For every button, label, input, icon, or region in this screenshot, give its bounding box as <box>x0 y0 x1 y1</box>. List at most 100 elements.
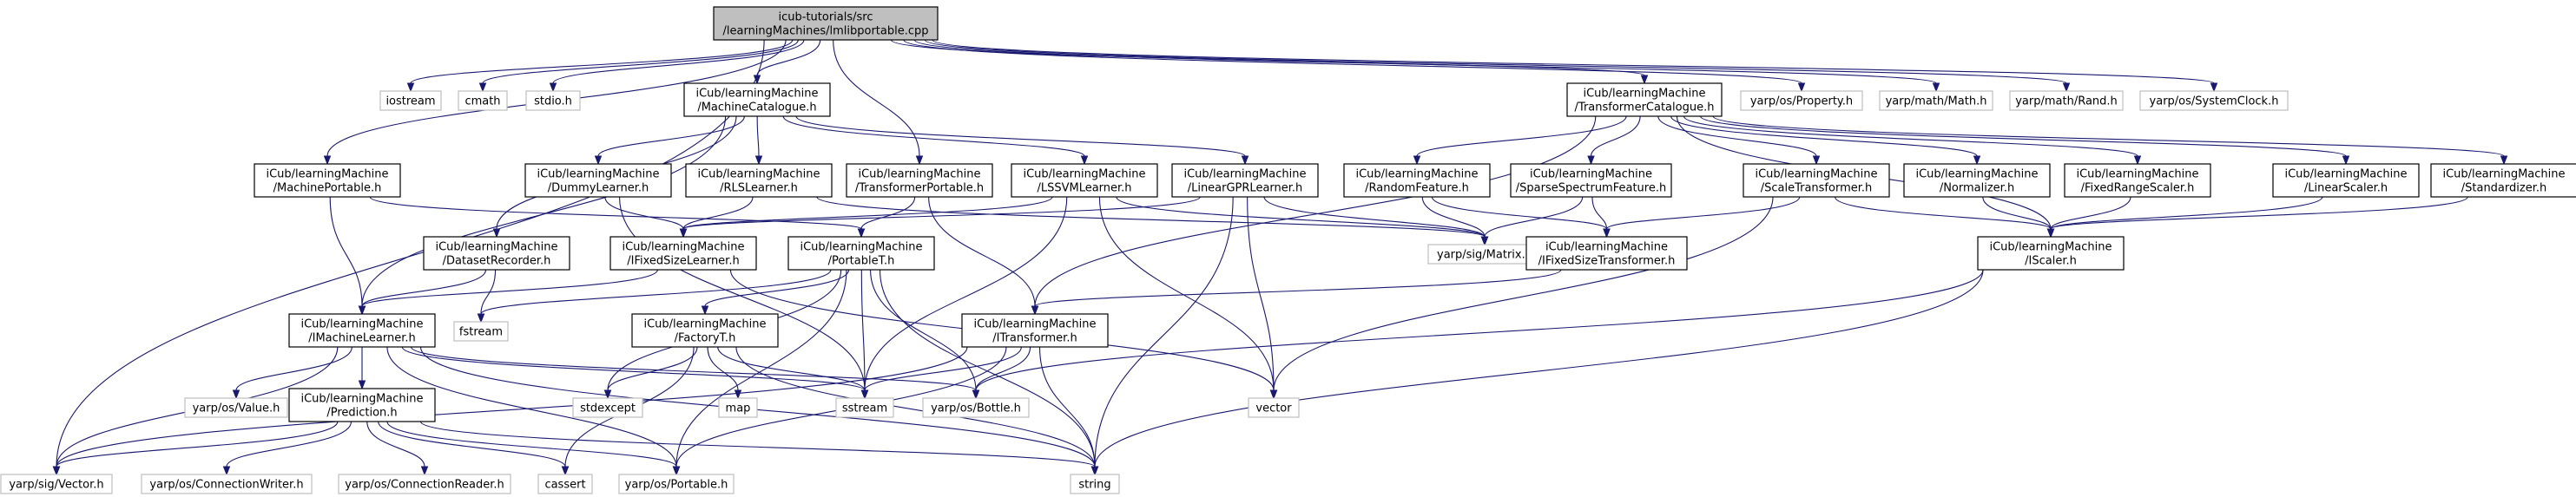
node-label: /learningMachines/lmlibportable.cpp <box>723 25 929 38</box>
node-label: yarp/os/ConnectionReader.h <box>345 479 504 492</box>
node-label: iostream <box>385 95 435 108</box>
edge-portablet-to-sstream <box>860 269 866 391</box>
node-itransformer[interactable]: iCub/learningMachine/ITransformer.h <box>961 313 1109 348</box>
edge-prediction-to-portableh <box>386 421 677 468</box>
node-stdioh[interactable]: stdio.h <box>525 90 581 111</box>
node-box <box>713 6 939 41</box>
node-ifixedsizetransformer[interactable]: iCub/learningMachine/IFixedSizeTransform… <box>1525 236 1688 271</box>
node-sstream[interactable]: sstream <box>835 397 894 418</box>
edge-dummylearner-to-sstream <box>619 196 866 391</box>
edge-arrowhead <box>2062 82 2071 93</box>
edge-root-to-randh <box>924 39 2067 84</box>
edge-arrowhead <box>734 389 742 400</box>
node-label: iCub/learningMachine <box>1183 168 1306 181</box>
edge-root-to-iostream <box>410 39 794 84</box>
node-label: iCub/learningMachine <box>1530 168 1652 181</box>
node-randomfeature[interactable]: iCub/learningMachine/RandomFeature.h <box>1343 163 1491 198</box>
edge-arrowhead <box>2133 155 2142 166</box>
edge-arrowhead <box>358 380 366 390</box>
edge-ifixedsizetransformer-to-itransformer <box>1034 269 1562 307</box>
node-portablet[interactable]: iCub/learningMachine/PortableT.h <box>787 236 935 271</box>
edge-imachinelearner-to-sstream <box>401 346 866 391</box>
node-systemclock[interactable]: yarp/os/SystemClock.h <box>2139 90 2289 111</box>
node-box <box>1977 236 2125 271</box>
edge-itransformer-to-sstream <box>864 346 1022 391</box>
node-stdexcept[interactable]: stdexcept <box>572 397 643 418</box>
node-box <box>1343 163 1491 198</box>
node-matrixh[interactable]: yarp/sig/Matrix.h <box>1427 244 1542 265</box>
edge-imachinelearner-to-valueh <box>235 346 352 391</box>
node-vector[interactable]: vector <box>1248 397 1300 418</box>
edge-arrowhead <box>1797 82 1806 93</box>
edge-lineargprlearner-to-matrixh <box>1263 196 1486 238</box>
node-label: iCub/learningMachine <box>643 318 766 331</box>
node-vectorh[interactable]: yarp/sig/Vector.h <box>0 474 113 494</box>
edge-transformercatalogue-to-scaletransformer <box>1657 115 1817 157</box>
edge-scaletransformer-to-iscaler <box>1835 196 2052 230</box>
edge-arrowhead <box>561 466 570 476</box>
node-label: /LSSVMLearner.h <box>1037 182 1131 195</box>
node-label: /FixedRangeScaler.h <box>2081 182 2195 195</box>
node-label: /Normalizer.h <box>1940 182 2014 195</box>
node-mathh[interactable]: yarp/math/Math.h <box>1879 90 1993 111</box>
node-transformercatalogue[interactable]: iCub/learningMachine/TransformerCatalogu… <box>1566 82 1723 117</box>
edge-lssvmlearner-to-vector <box>1098 196 1275 391</box>
node-valueh[interactable]: yarp/os/Value.h <box>184 397 288 418</box>
node-iostream[interactable]: iostream <box>379 90 442 111</box>
node-standardizer[interactable]: iCub/learningMachine/Standardizer.h <box>2430 163 2576 198</box>
node-normalizer[interactable]: iCub/learningMachine/Normalizer.h <box>1903 163 2051 198</box>
node-bottleh[interactable]: yarp/os/Bottle.h <box>922 397 1030 418</box>
node-scaletransformer[interactable]: iCub/learningMachine/ScaleTransformer.h <box>1743 163 1890 198</box>
node-box <box>1879 90 1993 111</box>
node-datasetrecorder[interactable]: iCub/learningMachine/DatasetRecorder.h <box>423 236 570 271</box>
node-randh[interactable]: yarp/math/Rand.h <box>2009 90 2124 111</box>
node-sparsespectrum[interactable]: iCub/learningMachine/SparseSpectrumFeatu… <box>1510 163 1672 198</box>
edge-rlslearner-to-matrixh <box>816 196 1486 238</box>
node-label: stdexcept <box>580 402 636 415</box>
edge-machinecatalogue-to-imachinelearner <box>361 115 727 307</box>
node-connectionreader[interactable]: yarp/os/ConnectionReader.h <box>338 474 511 494</box>
node-property[interactable]: yarp/os/Property.h <box>1740 90 1863 111</box>
node-box <box>184 397 288 418</box>
edge-iscaler-to-string <box>1094 269 1984 468</box>
node-label: /IMachineLearner.h <box>308 332 416 345</box>
node-ifixedsizelearner[interactable]: iCub/learningMachine/IFixedSizeLearner.h <box>609 236 757 271</box>
node-linearscaler[interactable]: iCub/learningMachine/LinearScaler.h <box>2272 163 2420 198</box>
node-root[interactable]: icub-tutorials/src/learningMachines/lmli… <box>713 6 939 41</box>
node-fixedrangescaler[interactable]: iCub/learningMachine/FixedRangeScaler.h <box>2064 163 2211 198</box>
node-transformerportable[interactable]: iCub/learningMachine/TransformerPortable… <box>846 163 993 198</box>
edge-randomfeature-to-matrixh <box>1421 196 1486 238</box>
node-cmath[interactable]: cmath <box>458 90 508 111</box>
edge-arrowhead <box>477 313 485 324</box>
edge-lssvmlearner-to-sstream <box>864 196 1068 391</box>
node-portableh[interactable]: yarp/os/Portable.h <box>618 474 735 494</box>
node-map[interactable]: map <box>718 397 758 418</box>
edge-arrowhead <box>2046 228 2055 239</box>
node-connectionwriter[interactable]: yarp/os/ConnectionWriter.h <box>141 474 313 494</box>
edge-lssvmlearner-to-ifixedsizelearner <box>682 196 1053 230</box>
node-machineportable[interactable]: iCub/learningMachine/MachinePortable.h <box>254 163 401 198</box>
node-factoryt[interactable]: iCub/learningMachine/FactoryT.h <box>631 313 779 348</box>
edge-arrowhead <box>478 82 487 93</box>
node-prediction[interactable]: iCub/learningMachine/Prediction.h <box>288 388 436 422</box>
node-dummylearner[interactable]: iCub/learningMachine/DummyLearner.h <box>524 163 672 198</box>
node-box <box>2064 163 2211 198</box>
node-fstream[interactable]: fstream <box>453 321 509 342</box>
node-label: /Standardizer.h <box>2461 182 2546 195</box>
node-string[interactable]: string <box>1070 474 1120 494</box>
node-label: yarp/math/Math.h <box>1886 95 1987 108</box>
node-box <box>1740 90 1863 111</box>
node-iscaler[interactable]: iCub/learningMachine/IScaler.h <box>1977 236 2125 271</box>
node-lssvmlearner[interactable]: iCub/learningMachine/LSSVMLearner.h <box>1011 163 1158 198</box>
node-box <box>458 90 508 111</box>
node-rlslearner[interactable]: iCub/learningMachine/RLSLearner.h <box>685 163 833 198</box>
node-imachinelearner[interactable]: iCub/learningMachine/IMachineLearner.h <box>288 313 436 348</box>
edge-machinecatalogue-to-lssvmlearner <box>782 115 1085 157</box>
node-label: iCub/learningMachine <box>1989 241 2112 254</box>
node-machinecatalogue[interactable]: iCub/learningMachine/MachineCatalogue.h <box>683 82 831 117</box>
edge-arrowhead <box>358 305 366 316</box>
node-cassert[interactable]: cassert <box>537 474 593 494</box>
node-lineargprlearner[interactable]: iCub/learningMachine/LinearGPRLearner.h <box>1171 163 1319 198</box>
node-label: yarp/sig/Matrix.h <box>1437 249 1532 262</box>
